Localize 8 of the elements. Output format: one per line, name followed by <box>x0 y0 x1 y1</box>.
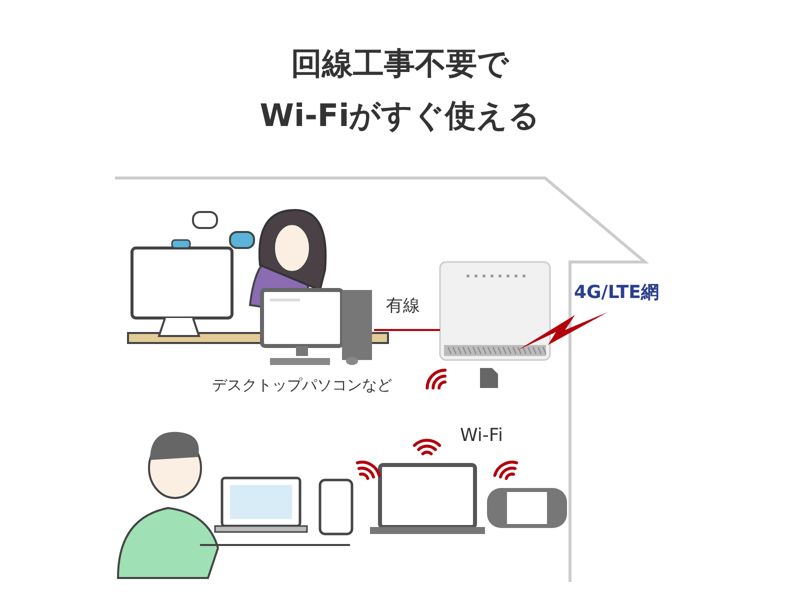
title: 回線工事不要でWi-Fiがすぐ使える <box>258 45 542 136</box>
router-drawing <box>439 261 551 361</box>
edge-label: 有線 <box>386 295 420 317</box>
cable-line <box>374 329 440 331</box>
device-caption: デスクトップパソコンなど <box>212 376 392 395</box>
desktop-computer-drawing <box>260 288 372 365</box>
wifi-label: Wi-Fi <box>460 425 503 446</box>
network-label: 4G/LTE網 <box>574 281 659 304</box>
